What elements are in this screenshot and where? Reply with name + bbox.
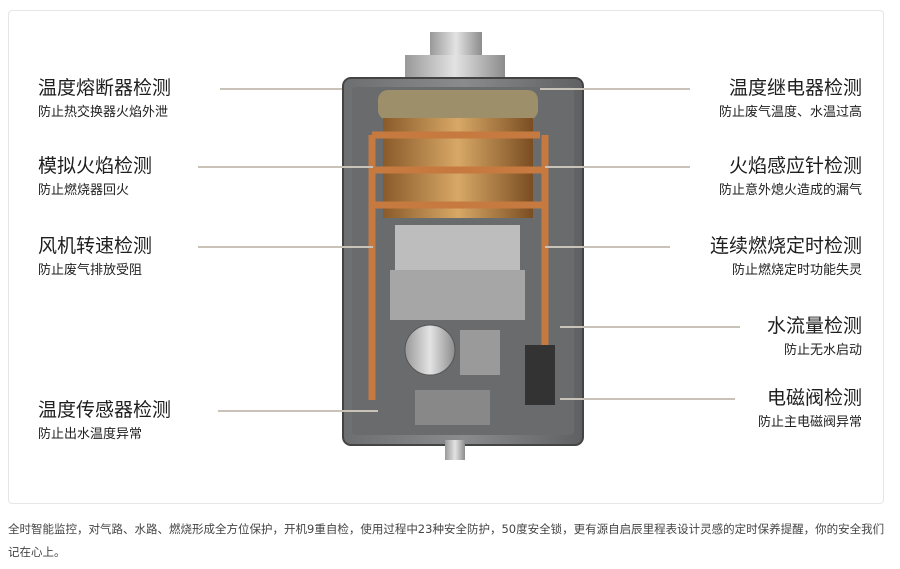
label-subtitle: 防止无水启动 [783,343,862,358]
leader-line [218,410,378,412]
leader-line [545,246,670,248]
leader-line [220,88,342,90]
label-subtitle: 防止废气排放受阻 [38,263,143,278]
leader-line [545,166,690,168]
label-subtitle: 防止废气温度、水温过高 [718,105,862,120]
leader-line [198,166,373,168]
label-title: 火焰感应针检测 [728,155,862,177]
label-solenoid-valve: 电磁阀检测防止主电磁阀异常 [758,386,862,433]
label-fan-speed: 风机转速检测防止废气排放受阻 [38,234,152,281]
label-title: 水流量检测 [766,315,862,337]
label-title: 连续燃烧定时检测 [709,235,862,257]
label-subtitle: 防止意外熄火造成的漏气 [718,183,862,198]
leader-line [560,398,735,400]
label-subtitle: 防止出水温度异常 [38,427,143,442]
label-temperature-relay: 温度继电器检测防止废气温度、水温过高 [719,76,862,123]
label-subtitle: 防止燃烧器回火 [38,183,130,198]
label-title: 电磁阀检测 [766,387,862,409]
label-combustion-timer: 连续燃烧定时检测防止燃烧定时功能失灵 [710,234,862,281]
label-title: 模拟火焰检测 [38,155,153,177]
label-title: 温度继电器检测 [728,77,862,99]
label-title: 温度熔断器检测 [38,77,172,99]
label-subtitle: 防止主电磁阀异常 [757,415,862,430]
label-subtitle: 防止热交换器火焰外泄 [38,105,169,120]
label-water-flow: 水流量检测防止无水启动 [767,314,862,361]
label-flame-simulation: 模拟火焰检测防止燃烧器回火 [38,154,152,201]
label-title: 温度传感器检测 [38,399,172,421]
label-temperature-sensor: 温度传感器检测防止出水温度异常 [38,398,171,445]
label-title: 风机转速检测 [38,235,153,257]
label-flame-sensor: 火焰感应针检测防止意外熄火造成的漏气 [719,154,862,201]
leader-line [540,88,690,90]
label-temperature-fuse: 温度熔断器检测防止热交换器火焰外泄 [38,76,171,123]
footer-description: 全时智能监控，对气路、水路、燃烧形成全方位保护，开机9重自检，使用过程中23种安… [8,522,885,559]
label-subtitle: 防止燃烧定时功能失灵 [731,263,862,278]
leader-line [198,246,373,248]
leader-line [560,326,740,328]
